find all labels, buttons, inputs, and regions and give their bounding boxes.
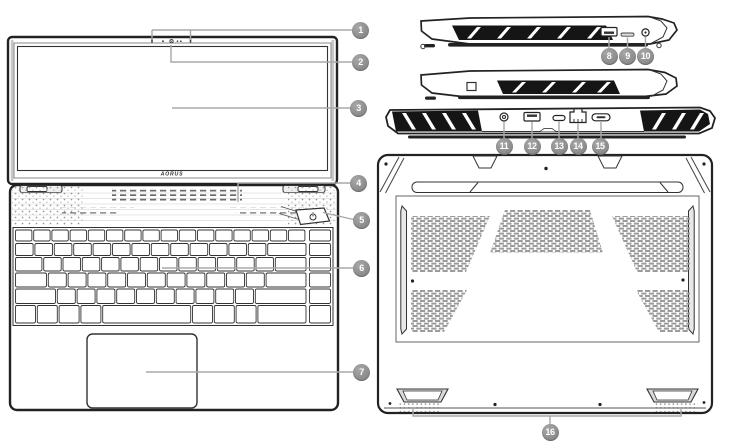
audio-jack-icon	[641, 28, 650, 37]
callout-13-usb-c: 13	[550, 137, 568, 155]
callout-10-audio-jack: 10	[637, 47, 654, 65]
callout-6-keyboard: 6	[353, 259, 370, 277]
callout-1-microphone: 1	[352, 21, 369, 39]
power-button	[278, 206, 331, 226]
rear-vent-right	[640, 109, 710, 132]
webcam-icon	[162, 39, 182, 44]
bottom-vents	[411, 210, 690, 332]
microsd-slot-icon	[620, 32, 635, 37]
rubber-foot	[396, 388, 699, 403]
power-icon	[309, 212, 317, 221]
keyboard-frame	[12, 227, 334, 326]
rear-hinge-strip	[411, 155, 684, 193]
keyboard	[15, 229, 331, 324]
rear-view	[385, 106, 716, 139]
ethernet-port-icon	[569, 108, 587, 124]
bottom-view	[376, 153, 714, 415]
lock-slot-icon	[466, 81, 477, 92]
usb-c-port-icon	[552, 114, 566, 122]
callout-16-speakers: 16	[541, 423, 559, 441]
brand-logo: AORUS	[160, 172, 184, 178]
callout-2-webcam-light: 2	[352, 53, 369, 71]
callout-4-vent: 4	[350, 174, 367, 192]
front-open-view: AORUS	[6, 35, 340, 412]
callout-7-touchpad: 7	[353, 363, 370, 381]
leader-lines	[146, 29, 682, 424]
right-side-view	[420, 15, 678, 50]
speaker-grill-left	[397, 402, 441, 412]
callout-8-usb-port: 8	[600, 47, 618, 65]
usb-c-dp-port-icon	[591, 113, 611, 122]
touchpad	[86, 333, 198, 409]
callout-12-usb-port: 12	[523, 137, 541, 155]
rear-vent-left	[392, 110, 482, 132]
callout-14-ethernet: 14	[569, 137, 587, 155]
speaker-grill-right	[654, 402, 698, 412]
side-vent-right	[452, 25, 613, 40]
left-side-view	[420, 68, 678, 100]
dc-in-port-icon	[499, 112, 509, 122]
callout-5-power-button: 5	[353, 211, 370, 229]
usb-a-port-icon	[600, 26, 618, 37]
callout-9-card-reader: 9	[619, 47, 636, 65]
vent-grille	[56, 188, 304, 214]
side-vent-left	[497, 80, 620, 94]
callout-15-usb-c: 15	[591, 137, 609, 155]
callout-3-display: 3	[350, 99, 367, 117]
usb-a-port-rear-icon	[523, 111, 541, 122]
callout-11-dc-in: 11	[495, 137, 513, 155]
